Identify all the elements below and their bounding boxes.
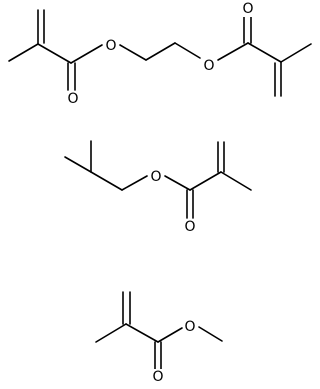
atom-label-oxygen: O (184, 319, 195, 335)
bond (125, 323, 159, 343)
bond (95, 323, 127, 343)
molecule-isobutyl-methacrylate: O O (64, 140, 252, 235)
molecule-methyl-methacrylate: O O (95, 291, 223, 385)
bond (119, 44, 147, 61)
bond (8, 43, 39, 62)
bond (220, 171, 252, 191)
molecule-ethylene-glycol-dimethacrylate: O O O O (8, 1, 312, 107)
bond (189, 171, 222, 191)
bond (121, 175, 148, 191)
bond (198, 326, 223, 342)
bond (64, 156, 92, 173)
atom-label-oxygen: O (152, 369, 163, 385)
bond (174, 42, 201, 59)
bond (145, 42, 176, 61)
atom-label-oxygen: O (242, 1, 253, 17)
bond (164, 175, 191, 191)
atom-label-oxygen: O (105, 38, 116, 54)
atom-label-oxygen: O (184, 219, 195, 235)
bond (157, 327, 183, 343)
bond (247, 42, 282, 63)
atom-label-oxygen: O (67, 91, 78, 107)
atom-label-oxygen: O (203, 58, 214, 74)
atom-label-oxygen: O (150, 169, 161, 185)
bond (70, 44, 103, 64)
bond (90, 171, 123, 191)
bond (217, 42, 249, 61)
bond (37, 43, 72, 64)
bond (280, 43, 312, 63)
